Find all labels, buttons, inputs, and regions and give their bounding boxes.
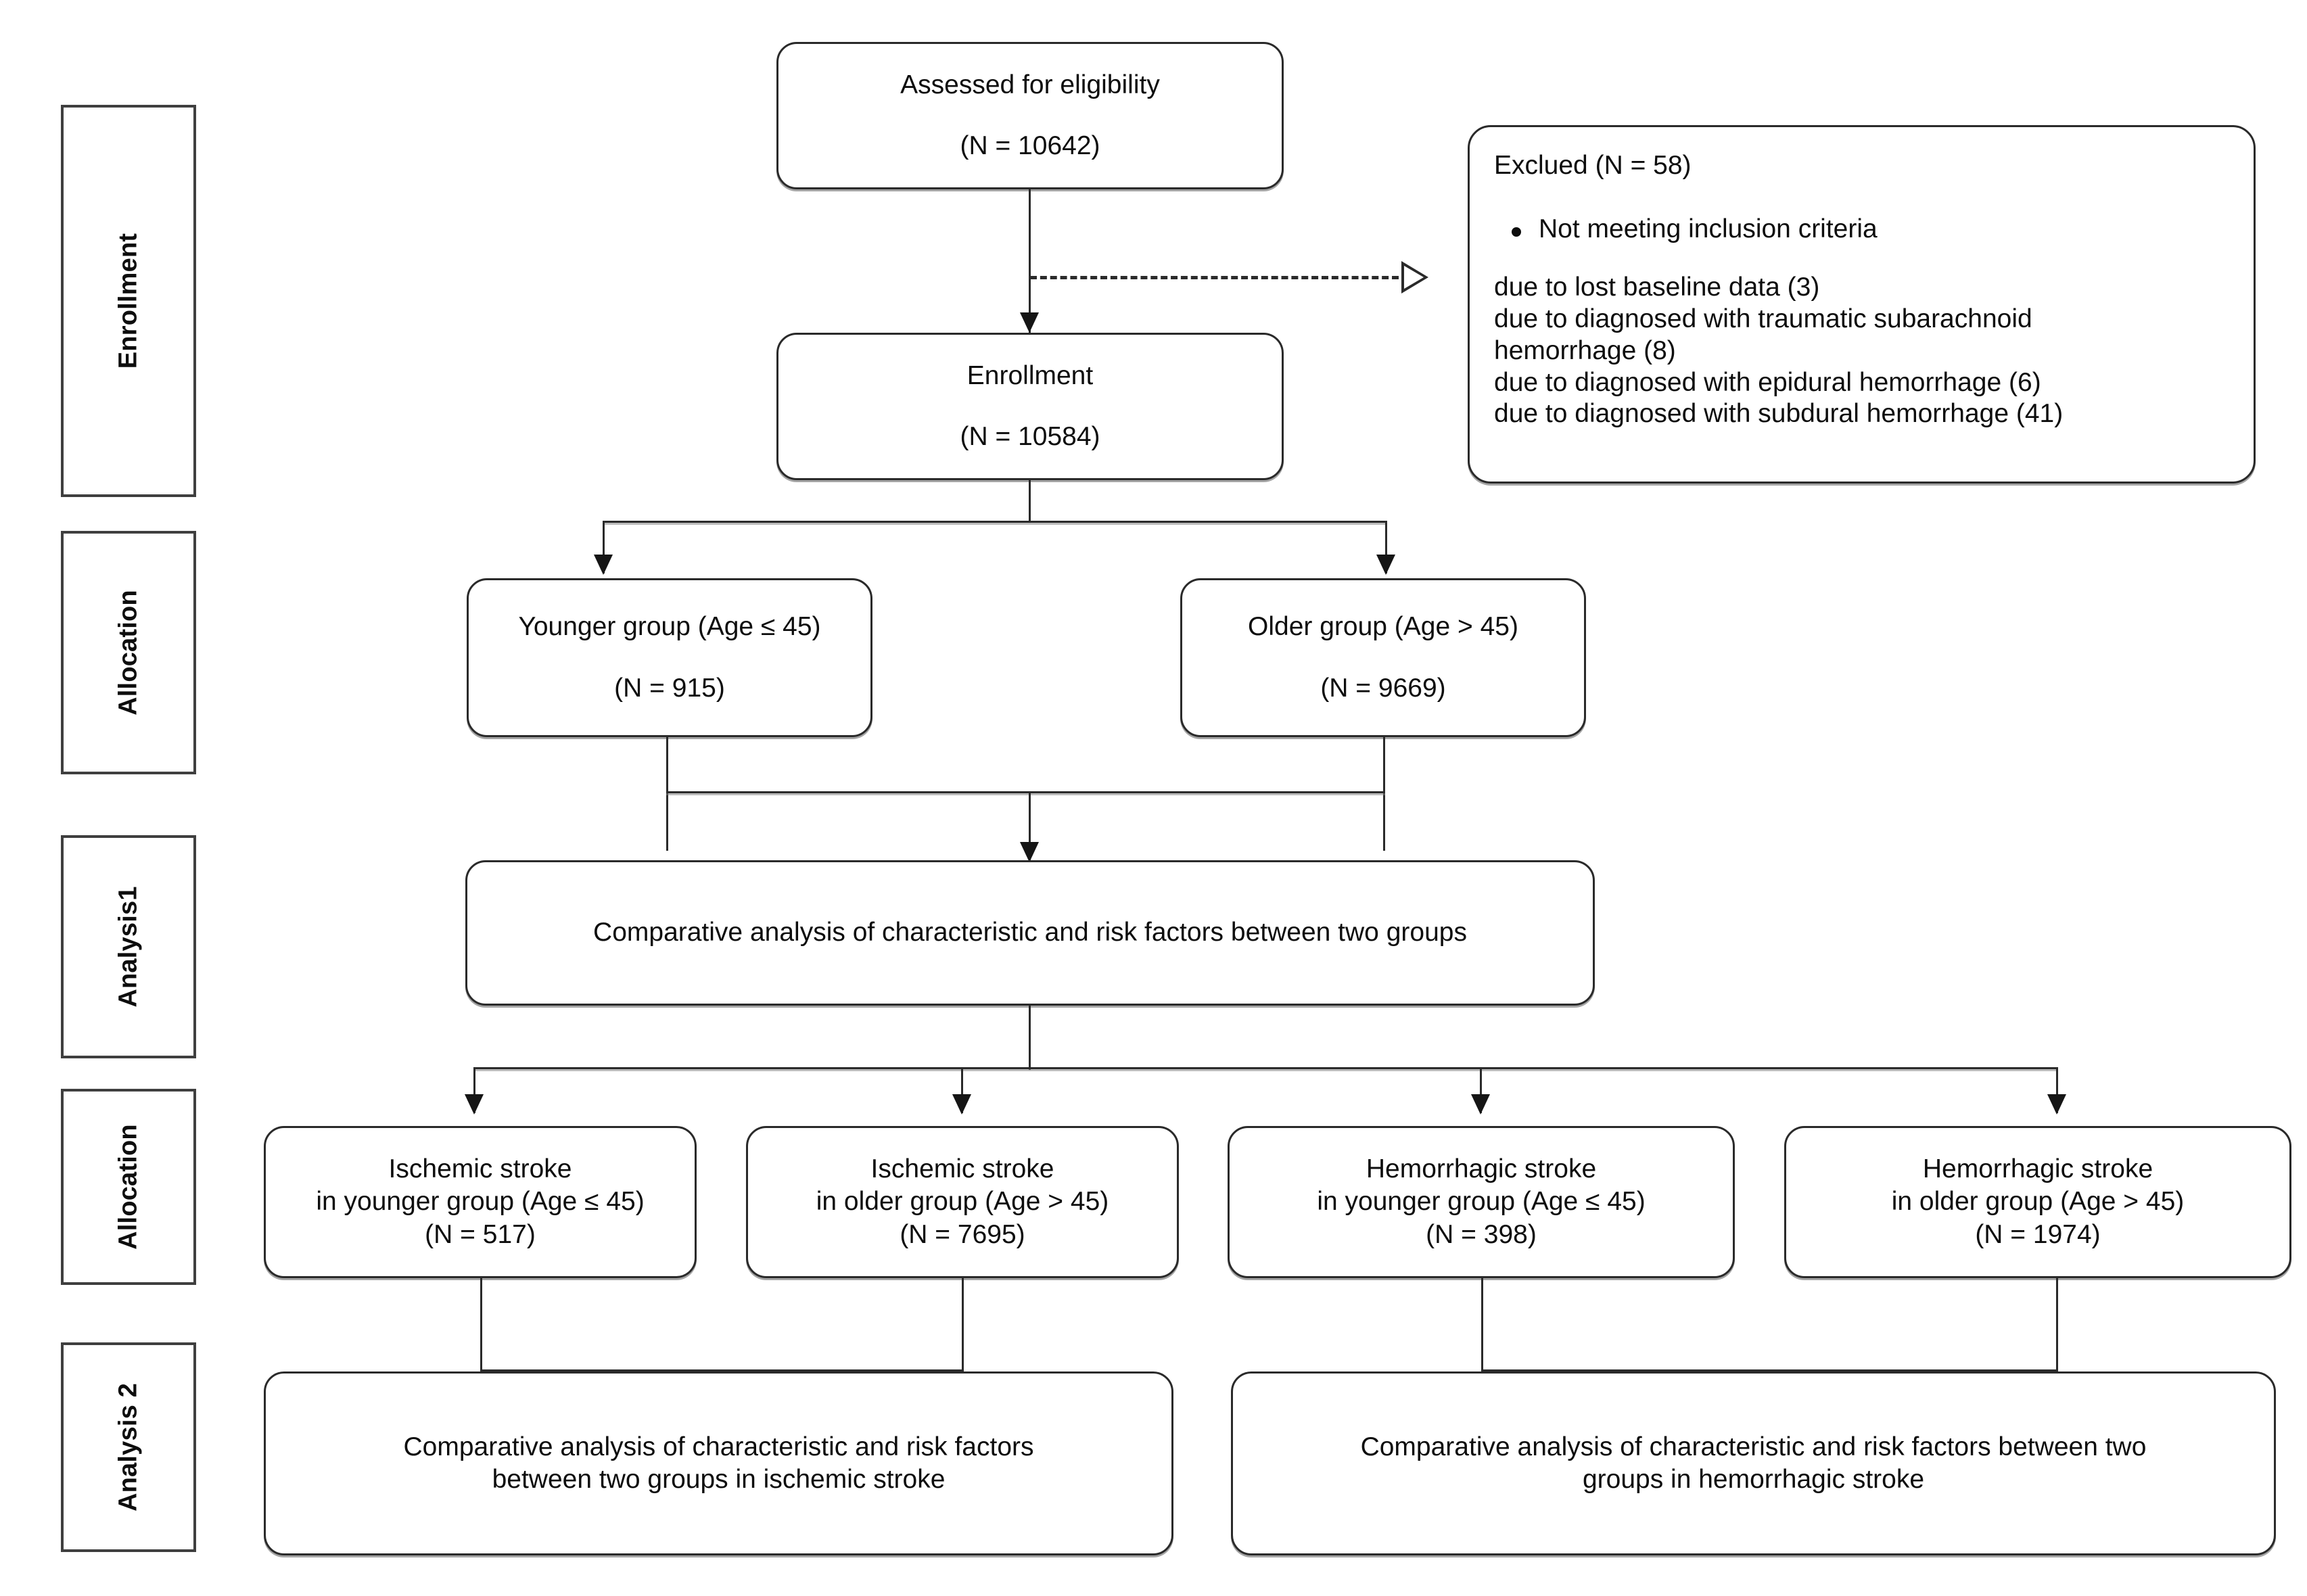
node-hemorrhagic-younger-line-1: Hemorrhagic stroke (1366, 1154, 1597, 1184)
node-excluded-reason-3: hemorrhage (8) (1494, 335, 1676, 365)
node-excluded: Exclued (N = 58) Not meeting inclusion c… (1468, 125, 2256, 484)
node-excluded-reasons: due to lost baseline data (3) due to dia… (1494, 272, 2231, 430)
stage-label-allocation-2: Allocation (114, 1124, 143, 1250)
connector-ischemic-older-down (962, 1278, 964, 1393)
connector-analysis-1-split-trunk (473, 1067, 2057, 1069)
connector-enrollment-stem (1029, 480, 1031, 522)
node-ischemic-younger-line-2: in younger group (Age ≤ 45) (316, 1187, 645, 1217)
node-hemorrhagic-younger-line-2: in younger group (Age ≤ 45) (1317, 1187, 1646, 1217)
connector-hemorrhagic-older-down (2056, 1278, 2058, 1393)
node-excluded-bullet-text: Not meeting inclusion criteria (1539, 214, 1878, 244)
arrowhead-assessed-to-enrollment (1020, 312, 1039, 333)
node-excluded-title: Exclued (N = 58) (1494, 151, 1692, 180)
stage-label-analysis-1: Analysis1 (114, 886, 143, 1008)
arrowhead-excluded-open-inner (1404, 266, 1424, 289)
connector-to-ischemic-younger (473, 1067, 475, 1113)
stage-label-enrollment: Enrollment (114, 233, 143, 369)
connector-to-younger-group (603, 521, 605, 573)
node-hemorrhagic-older: Hemorrhagic stroke in older group (Age >… (1784, 1126, 2291, 1278)
connector-ischemic-younger-down (480, 1278, 482, 1393)
node-analysis-2-ischemic-line-1: Comparative analysis of characteristic a… (403, 1432, 1034, 1461)
stage-label-analysis-2: Analysis 2 (114, 1383, 143, 1511)
node-analysis-2-ischemic: Comparative analysis of characteristic a… (264, 1371, 1173, 1555)
arrowhead-to-ischemic-older (952, 1094, 971, 1114)
connector-older-group-down (1383, 737, 1385, 851)
node-excluded-reason-5: due to diagnosed with subdural hemorrhag… (1494, 399, 2064, 429)
node-ischemic-older-line-2: in older group (Age > 45) (816, 1187, 1109, 1217)
node-hemorrhagic-older-line-1: Hemorrhagic stroke (1922, 1154, 2153, 1184)
connector-ischemic-merge-trunk (480, 1369, 964, 1371)
connector-excluded-dashed (1030, 276, 1399, 279)
node-excluded-bullet-row: Not meeting inclusion criteria (1512, 214, 2231, 244)
node-analysis-2-ischemic-line-2: between two groups in ischemic stroke (492, 1465, 946, 1494)
node-younger-group: Younger group (Age ≤ 45) (N = 915) (467, 578, 872, 737)
stage-box-allocation-1: Allocation (61, 531, 196, 774)
connector-hemorrhagic-merge-trunk (1481, 1369, 2058, 1371)
node-ischemic-younger-line-1: Ischemic stroke (388, 1154, 572, 1184)
arrowhead-to-ischemic-younger (465, 1094, 484, 1114)
arrowhead-merge-to-analysis-1 (1020, 842, 1039, 862)
stage-box-enrollment: Enrollment (61, 105, 196, 497)
bullet-dot-icon (1512, 227, 1521, 237)
stage-box-allocation-2: Allocation (61, 1089, 196, 1285)
arrowhead-to-hemorrhagic-older (2047, 1094, 2066, 1114)
node-analysis-2-hemorrhagic: Comparative analysis of characteristic a… (1231, 1371, 2276, 1555)
connector-hemorrhagic-younger-down (1481, 1278, 1483, 1393)
node-assessed-count: (N = 10642) (960, 131, 1100, 160)
connector-to-older-group (1385, 521, 1387, 573)
arrowhead-to-younger-group (594, 555, 613, 575)
node-analysis-2-hemorrhagic-line-2: groups in hemorrhagic stroke (1582, 1465, 1925, 1494)
node-analysis-1: Comparative analysis of characteristic a… (465, 860, 1595, 1006)
stage-box-analysis-2: Analysis 2 (61, 1342, 196, 1552)
node-excluded-reason-1: due to lost baseline data (3) (1494, 273, 1820, 302)
node-excluded-reason-2: due to diagnosed with traumatic subarach… (1494, 304, 2032, 334)
connector-groups-merge-trunk (666, 791, 1385, 793)
node-younger-group-count: (N = 915) (614, 673, 725, 703)
node-excluded-reason-4: due to diagnosed with epidural hemorrhag… (1494, 367, 2041, 397)
node-analysis-1-text: Comparative analysis of characteristic a… (593, 918, 1467, 947)
arrowhead-to-older-group (1376, 555, 1395, 575)
connector-to-hemorrhagic-older (2056, 1067, 2058, 1113)
node-hemorrhagic-younger: Hemorrhagic stroke in younger group (Age… (1228, 1126, 1735, 1278)
connector-to-hemorrhagic-younger (1480, 1067, 1482, 1113)
stage-label-allocation-1: Allocation (114, 590, 143, 715)
node-ischemic-older-line-1: Ischemic stroke (870, 1154, 1054, 1184)
connector-assessed-to-enrollment (1029, 189, 1031, 338)
node-ischemic-younger-count: (N = 517) (425, 1219, 536, 1249)
node-younger-group-title: Younger group (Age ≤ 45) (518, 612, 821, 642)
node-hemorrhagic-older-count: (N = 1974) (1975, 1219, 2101, 1249)
node-assessed-for-eligibility: Assessed for eligibility (N = 10642) (776, 42, 1284, 189)
node-enrollment-count: (N = 10584) (960, 422, 1100, 451)
arrowhead-to-hemorrhagic-younger (1471, 1094, 1490, 1114)
node-enrollment-title: Enrollment (966, 360, 1094, 390)
connector-merge-to-analysis-1 (1029, 791, 1031, 866)
connector-enrollment-split-trunk (603, 521, 1387, 523)
connector-younger-group-down (666, 737, 668, 851)
node-hemorrhagic-younger-count: (N = 398) (1426, 1219, 1537, 1249)
node-ischemic-younger: Ischemic stroke in younger group (Age ≤ … (264, 1126, 697, 1278)
node-enrollment: Enrollment (N = 10584) (776, 333, 1284, 480)
node-ischemic-older-count: (N = 7695) (900, 1219, 1025, 1249)
node-analysis-2-hemorrhagic-line-1: Comparative analysis of characteristic a… (1360, 1432, 2147, 1461)
node-ischemic-older: Ischemic stroke in older group (Age > 45… (746, 1126, 1179, 1278)
node-hemorrhagic-older-line-2: in older group (Age > 45) (1891, 1187, 2185, 1217)
node-older-group-title: Older group (Age > 45) (1248, 612, 1518, 642)
connector-analysis-1-stem (1029, 1006, 1031, 1070)
node-older-group: Older group (Age > 45) (N = 9669) (1180, 578, 1586, 737)
node-older-group-count: (N = 9669) (1320, 673, 1446, 703)
connector-to-ischemic-older (961, 1067, 963, 1113)
node-assessed-title: Assessed for eligibility (900, 70, 1160, 99)
stage-box-analysis-1: Analysis1 (61, 835, 196, 1058)
